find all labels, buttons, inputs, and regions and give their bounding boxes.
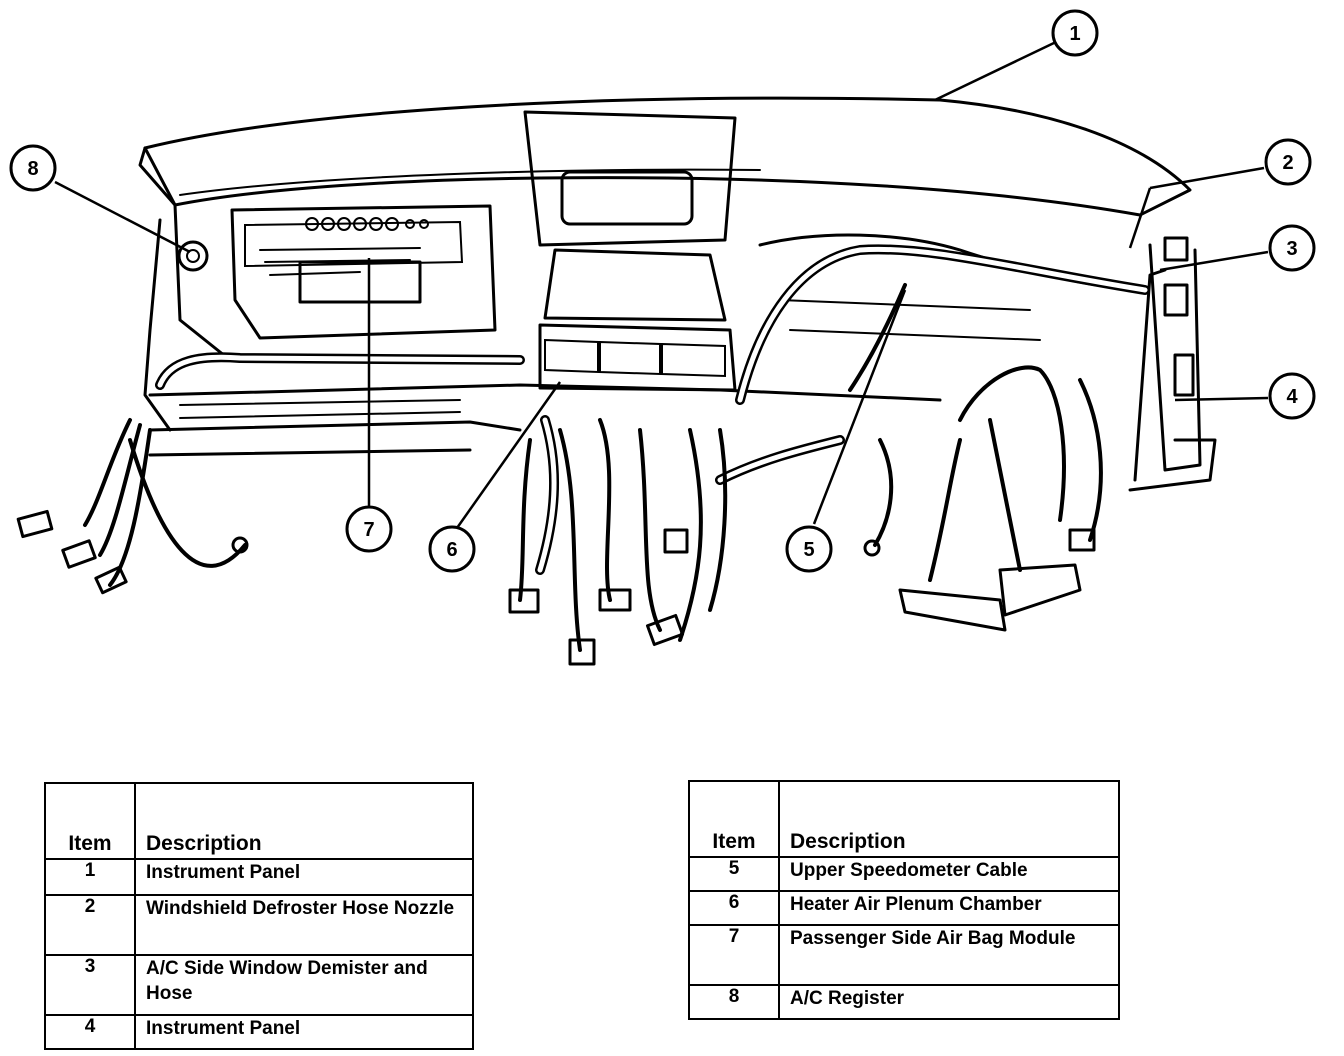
description-header: Description [134, 782, 474, 860]
legend-item-description: A/C Register [778, 984, 1120, 1020]
legend-item-description: Windshield Defroster Hose Nozzle [134, 894, 474, 956]
callout-8: 8 [9, 144, 57, 192]
legend-item-number: 7 [688, 924, 780, 986]
instrument-panel-diagram: 1 2 3 4 5 6 7 8 [9, 9, 1316, 666]
callout-1: 1 [1051, 9, 1099, 57]
legend-row: 3 A/C Side Window Demister and Hose [44, 954, 474, 1016]
legend-item-number: 3 [44, 954, 136, 1016]
description-header: Description [778, 780, 1120, 858]
legend-item-number: 2 [44, 894, 136, 956]
legend-item-description: Passenger Side Air Bag Module [778, 924, 1120, 986]
legend-item-description: A/C Side Window Demister and Hose [134, 954, 474, 1016]
legend-item-number: 8 [688, 984, 780, 1020]
legend-item-description: Instrument Panel [134, 858, 474, 896]
callout-label: 2 [1282, 152, 1293, 174]
legend-row: 8 A/C Register [688, 984, 1120, 1020]
instrument-panel-drawing [138, 96, 1217, 492]
legend-row: 6 Heater Air Plenum Chamber [688, 890, 1120, 926]
legend-item-number: 4 [44, 1014, 136, 1050]
legend-item-number: 1 [44, 858, 136, 896]
callout-4: 4 [1268, 372, 1316, 420]
callout-label: 5 [803, 539, 814, 561]
callout-label: 4 [1286, 386, 1298, 408]
legend-row: 2 Windshield Defroster Hose Nozzle [44, 894, 474, 956]
callout-label: 8 [27, 158, 38, 180]
callout-5: 5 [785, 525, 833, 573]
legend-table-right: Item Description 5 Upper Speedometer Cab… [688, 780, 1120, 1020]
callout-6: 6 [428, 525, 476, 573]
legend-item-description: Upper Speedometer Cable [778, 856, 1120, 892]
gauge-dots [305, 217, 429, 231]
legend-header-row: Item Description [688, 780, 1120, 858]
callout-7: 7 [345, 505, 393, 553]
callout-label: 6 [446, 539, 457, 561]
legend-item-number: 6 [688, 890, 780, 926]
callout-label: 7 [363, 519, 374, 541]
callout-label: 3 [1286, 238, 1297, 260]
legend-row: 4 Instrument Panel [44, 1014, 474, 1050]
callout-3: 3 [1268, 224, 1316, 272]
legend-row: 7 Passenger Side Air Bag Module [688, 924, 1120, 986]
item-header: Item [44, 782, 136, 860]
legend-table-left: Item Description 1 Instrument Panel 2 Wi… [44, 782, 474, 1050]
legend-row: 1 Instrument Panel [44, 858, 474, 896]
wiring-harness [16, 244, 1150, 666]
legend-header-row: Item Description [44, 782, 474, 860]
callout-label: 1 [1069, 23, 1080, 45]
callout-2: 2 [1264, 138, 1312, 186]
legend-item-description: Heater Air Plenum Chamber [778, 890, 1120, 926]
legend-item-number: 5 [688, 856, 780, 892]
item-header: Item [688, 780, 780, 858]
leader-lines [54, 40, 1269, 529]
legend-item-description: Instrument Panel [134, 1014, 474, 1050]
legend-row: 5 Upper Speedometer Cable [688, 856, 1120, 892]
